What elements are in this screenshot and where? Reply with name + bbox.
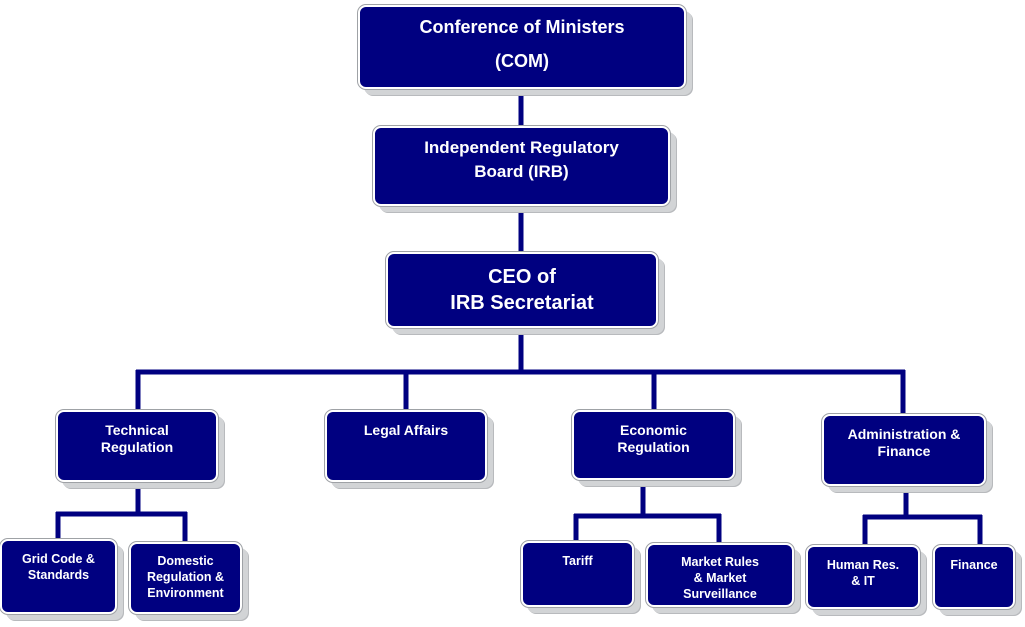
node-admin-label: Administration & Finance bbox=[847, 426, 961, 459]
node-tariff-label: Tariff bbox=[562, 554, 593, 568]
node-irb-label: Independent Regulatory Board (IRB) bbox=[424, 138, 619, 181]
node-legal-affairs: Legal Affairs bbox=[324, 409, 488, 483]
node-legal-label: Legal Affairs bbox=[363, 422, 449, 438]
node-finance-label: Finance bbox=[950, 558, 998, 572]
node-tariff: Tariff bbox=[520, 540, 635, 608]
node-domestic-label: Domestic Regulation & Environment bbox=[146, 554, 225, 600]
node-grid-code: Grid Code & Standards bbox=[0, 538, 118, 615]
node-domestic-regulation: Domestic Regulation & Environment bbox=[128, 541, 243, 615]
node-human-resources: Human Res. & IT bbox=[805, 544, 921, 610]
node-ceo: CEO of IRB Secretariat bbox=[385, 251, 659, 329]
node-hr-label: Human Res. & IT bbox=[826, 558, 900, 588]
node-ceo-label: CEO of IRB Secretariat bbox=[450, 266, 594, 314]
node-finance: Finance bbox=[932, 544, 1016, 610]
node-technical-label: Technical Regulation bbox=[100, 422, 174, 455]
node-grid-label: Grid Code & Standards bbox=[22, 552, 95, 582]
node-administration-finance: Administration & Finance bbox=[821, 413, 987, 487]
node-com-abbr: (COM) bbox=[495, 51, 549, 71]
node-market-rules: Market Rules & Market Surveillance bbox=[645, 542, 795, 608]
node-irb: Independent Regulatory Board (IRB) bbox=[372, 125, 671, 207]
node-economic-regulation: Economic Regulation bbox=[571, 409, 736, 481]
node-com: Conference of Ministers (COM) bbox=[357, 4, 687, 90]
node-market-label: Market Rules & Market Surveillance bbox=[681, 555, 759, 601]
node-economic-label: Economic Regulation bbox=[617, 422, 690, 455]
node-com-title: Conference of Ministers bbox=[419, 17, 625, 37]
node-technical-regulation: Technical Regulation bbox=[55, 409, 219, 483]
